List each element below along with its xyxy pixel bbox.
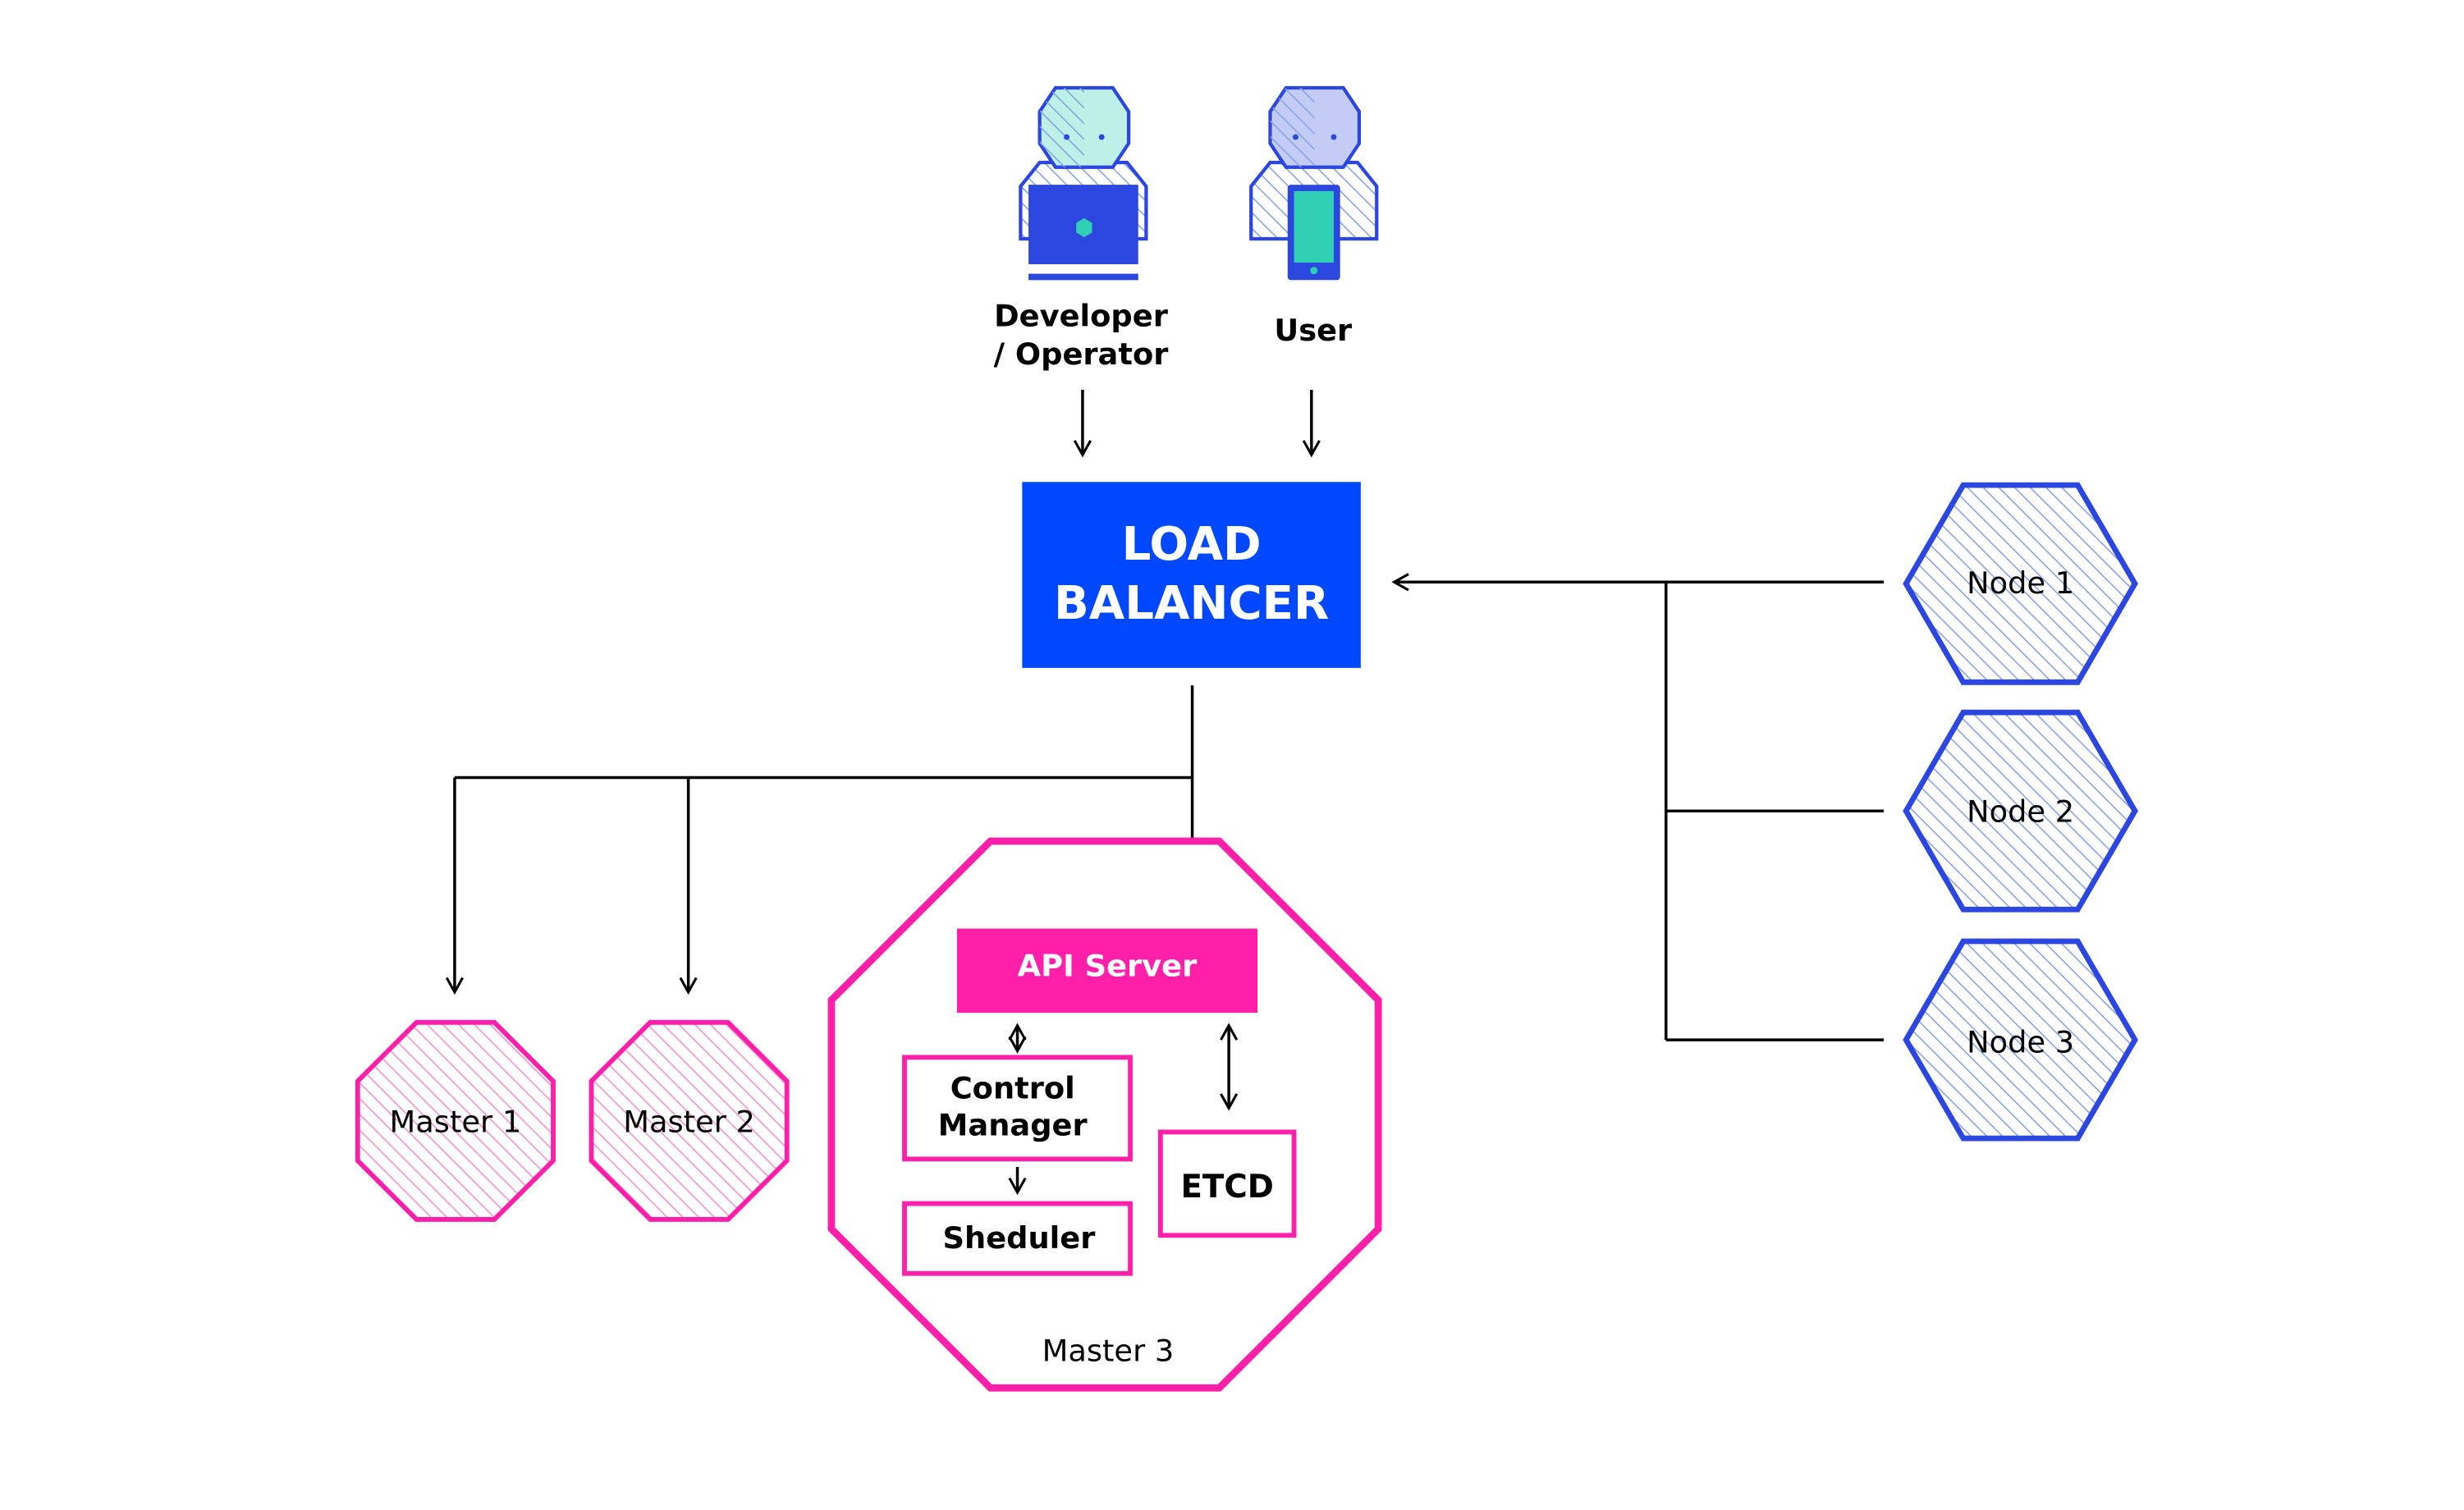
api-server-label: API Server (1018, 949, 1198, 984)
scheduler-label: Sheduler (943, 1220, 1097, 1256)
etcd-box (1157, 1129, 1297, 1238)
user-phone-icon (1249, 85, 1379, 281)
node-1-label: Node 1 (1967, 565, 2074, 601)
master-2-label: Master 2 (623, 1104, 755, 1139)
developer-laptop-icon (1019, 85, 1148, 281)
developer-label-line1: Developer (994, 298, 1169, 333)
node-3: Node 3 (1903, 938, 2139, 1142)
nodes-to-lb-connectors (1391, 573, 1885, 1041)
master-1-node: Master 1 (355, 1019, 556, 1222)
master-3-label: Master 3 (1042, 1333, 1175, 1368)
node-2: Node 2 (1903, 709, 2139, 913)
user-label: User (1274, 313, 1353, 348)
node-2-label: Node 2 (1967, 794, 2074, 830)
node-3-label: Node 3 (1967, 1025, 2074, 1060)
scheduler-box (902, 1201, 1133, 1276)
node-1: Node 1 (1903, 482, 2139, 685)
load-balancer-label-line2: BALANCER (1054, 577, 1329, 630)
master-2-node: Master 2 (589, 1019, 790, 1222)
master-1-label: Master 1 (390, 1104, 522, 1139)
etcd-label: ETCD (1180, 1169, 1273, 1206)
load-balancer-box: LOAD BALANCER (1022, 482, 1361, 668)
api-server-box (956, 928, 1257, 1014)
master-3-node: Master 3 API Server Control Manager Shed… (827, 837, 1382, 1392)
developer-label-line2: / Operator (994, 336, 1170, 372)
control-manager-box (902, 1055, 1133, 1162)
control-manager-label-line1: Control (950, 1071, 1075, 1106)
load-balancer-label-line1: LOAD (1122, 518, 1262, 571)
control-manager-label-line2: Manager (938, 1107, 1088, 1142)
